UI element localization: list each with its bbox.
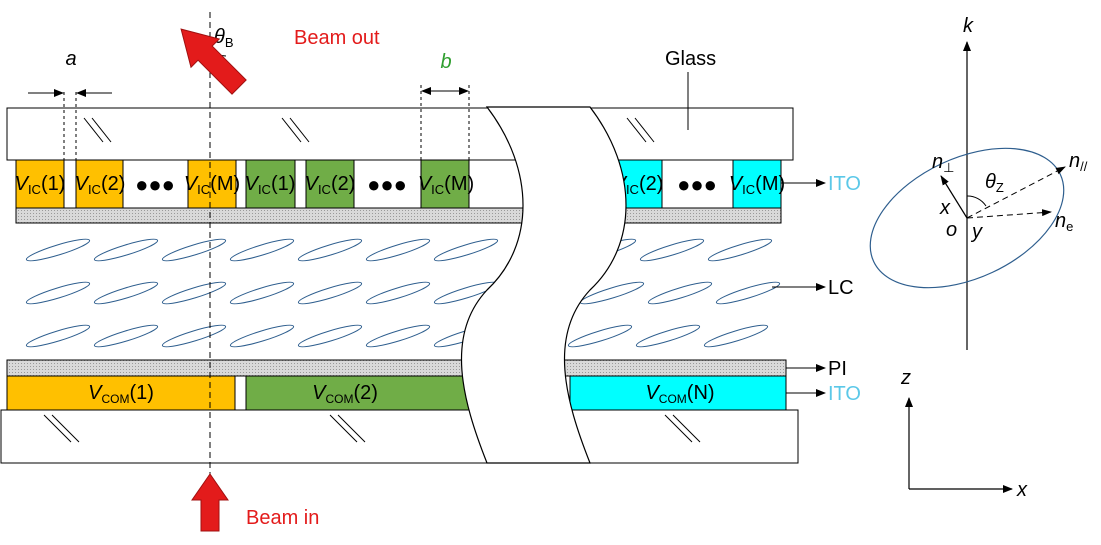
gap-a-label: a (65, 48, 76, 70)
bottom-glass (0, 409, 799, 464)
beam-out-arrow (180, 28, 247, 95)
top-electrode-6: VIC(M) (418, 159, 474, 209)
electrode-pad (245, 375, 471, 411)
beam-in-label: Beam in (246, 507, 319, 529)
x-label: x (939, 197, 951, 219)
electrode-label: VIC(1) (15, 173, 66, 197)
k-axis-label: k (963, 15, 974, 37)
ellipsis-dots: ●●● (677, 172, 717, 197)
electrode-label: VIC(2) (305, 173, 356, 197)
electrode-pad (420, 159, 470, 209)
beam-out-label: Beam out (294, 27, 380, 49)
electrode-label: VCOM(2) (312, 382, 378, 406)
lc-label: LC (828, 277, 854, 299)
electrode-label: VIC(M) (729, 173, 785, 197)
electrode-label: VIC(M) (184, 173, 240, 197)
theta-z-label: θZ (985, 171, 1004, 195)
top-electrode-4: VIC(1) (245, 159, 296, 209)
theta-b-label: θB (214, 26, 234, 50)
section-break (460, 106, 627, 464)
n-perp-vector (940, 175, 968, 219)
pi-label: PI (828, 358, 847, 380)
bottom-electrode-3: VCOM(N) (569, 375, 787, 411)
electrode-label: VCOM(1) (88, 382, 154, 406)
glass-label: Glass (665, 48, 716, 70)
electrode-label: VCOM(N) (645, 382, 714, 406)
electrode-label: VIC(1) (245, 173, 296, 197)
theta-z-arc (966, 195, 987, 207)
electrode-pad (187, 159, 237, 209)
top-electrode-3: VIC(M) (184, 159, 240, 209)
electrode-pad (15, 159, 65, 209)
glass-hatch-marks (43, 117, 701, 443)
ellipsis-dots: ●●● (135, 172, 175, 197)
gap-b-label: b (440, 51, 451, 73)
coordinate-axes: z x (900, 367, 1028, 501)
n-par-label: n// (1069, 150, 1088, 174)
electrode-label: VIC(M) (418, 173, 474, 197)
ito-top-label: ITO (828, 173, 861, 195)
ellipsis-dots: ●●● (367, 172, 407, 197)
n-perp-label: n⊥ (932, 151, 954, 175)
x-axis-label: x (1016, 479, 1028, 501)
top-electrode-5: VIC(2) (305, 159, 356, 209)
beam-in-arrow (191, 473, 229, 532)
gap-a-dimension (28, 89, 112, 160)
electrode-pad (6, 375, 236, 411)
top-pi-layer (15, 207, 782, 224)
y-label: y (970, 221, 983, 243)
n-par-vector (966, 166, 1066, 219)
bottom-electrode-1: VCOM(1) (6, 375, 236, 411)
ito-bottom-label: ITO (828, 383, 861, 405)
n-e-vector (966, 209, 1052, 219)
bottom-pi-layer (6, 359, 787, 377)
lc-molecules (25, 238, 781, 348)
z-axis-label: z (900, 367, 911, 389)
top-electrode-8: VIC(M) (729, 159, 785, 209)
bottom-electrode-2: VCOM(2) (245, 375, 471, 411)
gap-b-dimension (420, 85, 470, 160)
ellipsoid-outline (869, 147, 1065, 289)
index-ellipsoid: k n⊥ n// ne θZ x o y (869, 15, 1088, 350)
n-e-label: ne (1055, 210, 1073, 234)
o-label: o (946, 219, 957, 241)
top-electrode-2: VIC(2) (75, 159, 126, 209)
top-glass (6, 107, 794, 161)
electrode-pad (732, 159, 782, 209)
top-electrode-1: VIC(1) (15, 159, 66, 209)
electrode-label: VIC(2) (75, 173, 126, 197)
